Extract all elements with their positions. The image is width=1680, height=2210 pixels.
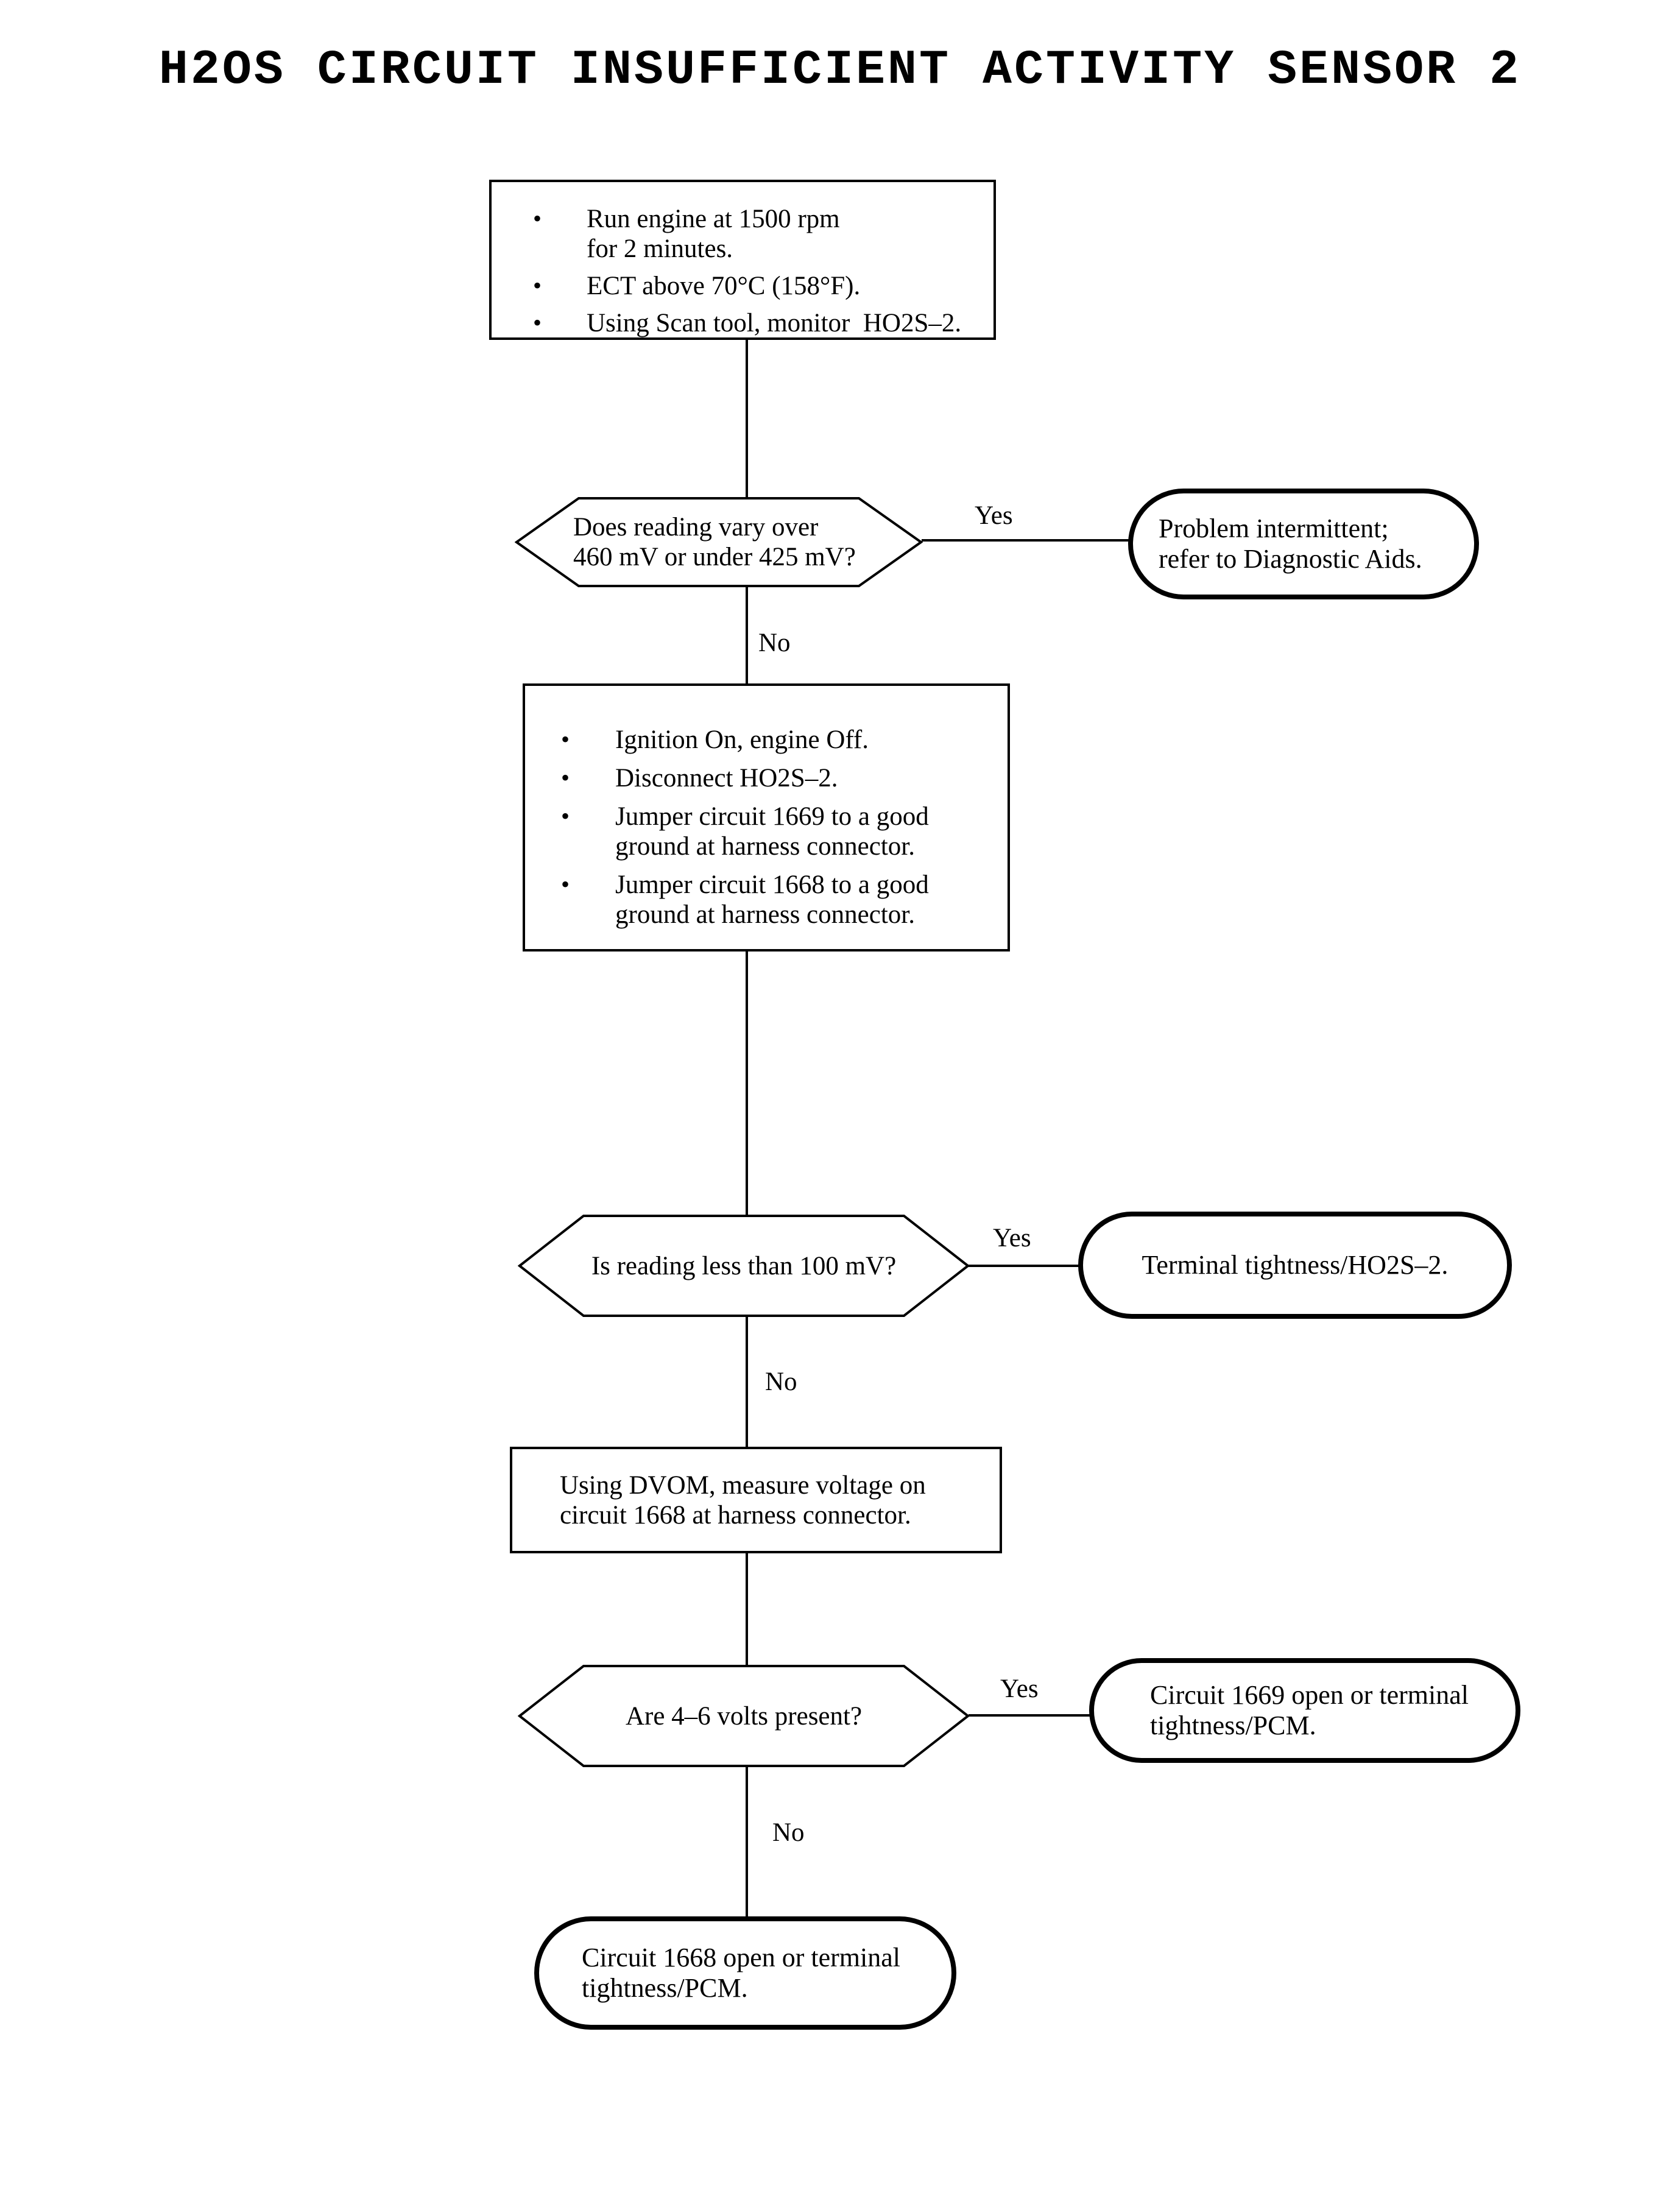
- step2-instruction-1: Ignition On, engine Off.: [615, 725, 869, 754]
- connector-line: [922, 539, 1129, 542]
- result2-terminal: Terminal tightness/HO2S–2.: [1078, 1212, 1512, 1319]
- connector-line: [746, 1767, 748, 1925]
- step1-bullet-list: • Run engine at 1500 rpm for 2 minutes. …: [492, 182, 994, 338]
- list-item: • Ignition On, engine Off.: [561, 725, 1008, 755]
- decision1-no-label: No: [758, 629, 791, 657]
- bullet-icon: •: [533, 205, 542, 232]
- list-item: • Disconnect HO2S–2.: [561, 763, 1008, 793]
- result1-text: Problem intermittent; refer to Diagnosti…: [1159, 514, 1422, 574]
- result3-terminal: Circuit 1669 open or terminal tightness/…: [1089, 1658, 1520, 1763]
- connector-line: [746, 339, 748, 498]
- decision2-question-wrap: Is reading less than 100 mV?: [518, 1214, 970, 1318]
- result3-text: Circuit 1669 open or terminal tightness/…: [1150, 1680, 1469, 1740]
- decision1-question-wrap: Does reading vary over 460 mV or under 4…: [573, 496, 890, 588]
- decision3-question-wrap: Are 4–6 volts present?: [518, 1664, 970, 1768]
- decision2-hexagon: [518, 1215, 970, 1317]
- connector-line: [969, 1714, 1092, 1717]
- bullet-icon: •: [561, 764, 570, 791]
- step2-instruction-2: Disconnect HO2S–2.: [615, 764, 838, 793]
- result4-text: Circuit 1668 open or terminal tightness/…: [582, 1943, 900, 2003]
- result4-terminal: Circuit 1668 open or terminal tightness/…: [534, 1916, 956, 2030]
- bullet-icon: •: [533, 309, 542, 336]
- step2-process-box: • Ignition On, engine Off. • Disconnect …: [523, 683, 1010, 951]
- bullet-icon: •: [561, 725, 570, 753]
- bullet-icon: •: [561, 802, 570, 830]
- decision2-question: Is reading less than 100 mV?: [591, 1251, 897, 1280]
- list-item: • Using Scan tool, monitor HO2S–2.: [533, 308, 994, 338]
- decision3-yes-label: Yes: [1000, 1675, 1039, 1703]
- connector-line: [969, 1265, 1081, 1267]
- step2-instruction-4: Jumper circuit 1668 to a good ground at …: [615, 870, 929, 929]
- list-item: • Run engine at 1500 rpm for 2 minutes.: [533, 204, 994, 264]
- step3-instruction: Using DVOM, measure voltage on circuit 1…: [560, 1470, 926, 1530]
- decision1-hexagon: [515, 497, 923, 587]
- decision3-no-label: No: [772, 1818, 805, 1847]
- decision2-yes-label: Yes: [993, 1224, 1031, 1252]
- decision1-question: Does reading vary over 460 mV or under 4…: [573, 513, 856, 571]
- result2-text: Terminal tightness/HO2S–2.: [1142, 1250, 1449, 1280]
- decision3-question: Are 4–6 volts present?: [625, 1701, 863, 1731]
- result1-terminal: Problem intermittent; refer to Diagnosti…: [1128, 489, 1479, 599]
- page-title: H2OS CIRCUIT INSUFFICIENT ACTIVITY SENSO…: [158, 43, 1522, 98]
- step2-instruction-3: Jumper circuit 1669 to a good ground at …: [615, 802, 929, 861]
- step1-instruction-1: Run engine at 1500 rpm for 2 minutes.: [587, 205, 840, 263]
- step1-instruction-2: ECT above 70°C (158°F).: [587, 272, 861, 300]
- step1-process-box: • Run engine at 1500 rpm for 2 minutes. …: [489, 180, 996, 340]
- connector-line: [746, 1552, 748, 1665]
- connector-line: [746, 587, 748, 684]
- step1-instruction-3: Using Scan tool, monitor HO2S–2.: [587, 309, 962, 337]
- decision1-yes-label: Yes: [975, 501, 1013, 530]
- connector-line: [746, 950, 748, 1215]
- decision3-hexagon: [518, 1665, 970, 1767]
- connector-line: [746, 1316, 748, 1448]
- bullet-icon: •: [533, 272, 542, 299]
- bullet-icon: •: [561, 870, 570, 898]
- list-item: • ECT above 70°C (158°F).: [533, 271, 994, 301]
- step3-process-box: Using DVOM, measure voltage on circuit 1…: [510, 1447, 1002, 1553]
- list-item: • Jumper circuit 1668 to a good ground a…: [561, 870, 1008, 930]
- decision2-no-label: No: [765, 1368, 797, 1396]
- list-item: • Jumper circuit 1669 to a good ground a…: [561, 802, 1008, 861]
- step2-bullet-list: • Ignition On, engine Off. • Disconnect …: [525, 686, 1008, 930]
